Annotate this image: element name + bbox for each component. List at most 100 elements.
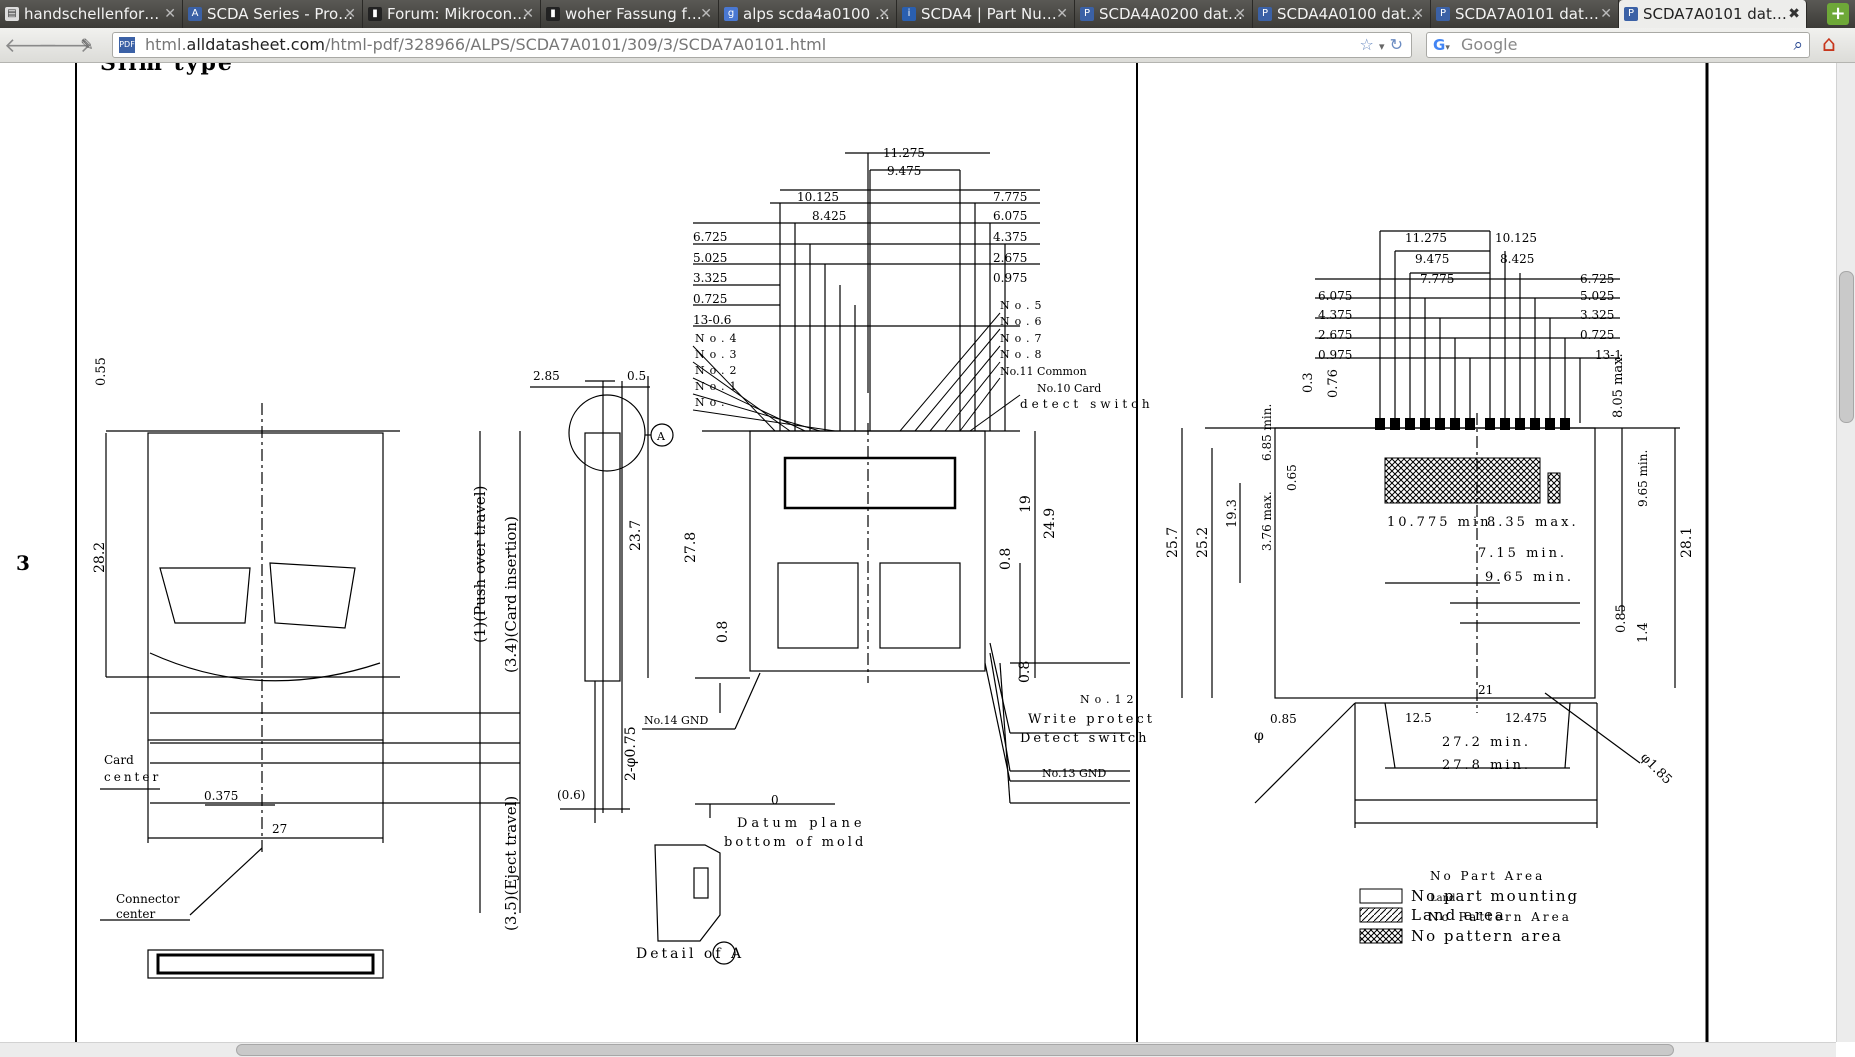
tab-9-active[interactable]: P SCDA7A0101 dat… ✖ [1619,0,1807,28]
tab-strip: ▤ handschellenfor… ✕ A SCDA Series - Pro… [0,0,1855,28]
top-view [642,152,1130,804]
detail-label: Detail of A [636,946,744,962]
side-view [530,376,835,965]
dim-label: 10.125 [1495,231,1537,245]
tab-close-icon[interactable]: ✕ [522,6,534,22]
horizontal-scroll-thumb[interactable] [236,1044,1674,1056]
tab-close-icon[interactable]: ✕ [164,6,176,22]
tab-3[interactable]: ▮ woher Fassung f… ✕ [541,0,719,28]
tab-close-icon[interactable]: ✕ [1412,6,1424,22]
dropdown-arrow-icon[interactable]: ▾ [1378,40,1385,53]
legend-overlap-text: Land [1430,893,1456,904]
alps-logo-icon: A [188,7,202,21]
url-icons: ☆ ▾ ↻ [1360,33,1403,59]
dim-label: 9.475 [1415,252,1449,266]
address-bar[interactable]: PDF html.alldatasheet.com/html-pdf/32896… [112,32,1412,58]
wrench-icon[interactable]: ✎ [80,35,94,54]
home-icon[interactable]: ⌂ [1822,32,1836,57]
search-icon[interactable]: ⌕ [1793,35,1803,55]
tab-1[interactable]: A SCDA Series - Pro… ✕ [183,0,363,28]
search-field[interactable]: G▾ Google ⌕ [1426,32,1810,58]
dim-label: 12.475 [1505,711,1547,725]
forward-arrow-icon[interactable]: 🡒 [38,33,92,57]
dim-label: 11.275 [1405,231,1447,245]
page-number: 3 [16,551,30,575]
dim-label: 8.05 max. [1611,353,1626,418]
pin-label: No.10 Card [1037,382,1101,395]
pin-label: No.12 [1080,693,1139,706]
dim-label: 13-0.6 [693,313,731,327]
dim-label: 0.375 [204,789,238,803]
reload-icon[interactable]: ↻ [1389,35,1403,54]
tab-close-icon[interactable]: ✖ [1788,6,1800,22]
legend: No Part Area No part mounting Land area … [1359,869,1577,945]
tab-close-icon[interactable]: ✕ [344,6,356,22]
left-view [100,403,521,979]
dim-label: (3.5)(Eject travel) [502,796,520,931]
tab-5[interactable]: i SCDA4 | Part Nu… ✕ [897,0,1075,28]
dim-label: 6.725 [1580,272,1614,286]
dim-label: 27 [272,822,287,836]
tab-close-icon[interactable]: ✕ [1056,6,1068,22]
dim-label: 12.5 [1405,711,1432,725]
dim-label: 0.975 [1318,348,1352,362]
dim-label: 4.375 [1318,308,1352,322]
dim-label: 28.2 [92,542,108,573]
pdf-icon: P [1258,7,1272,21]
dim-label: 0.725 [693,292,727,306]
dim-label: 0.975 [993,271,1027,285]
url-host: alldatasheet.com [186,35,325,54]
tab-7[interactable]: P SCDA4A0100 dat… ✕ [1253,0,1431,28]
tab-title: SCDA4A0200 dat… [1099,5,1243,23]
dim-label: 0.725 [1580,328,1614,342]
tab-title: woher Fassung f… [565,5,702,23]
dim-label: φ1.85 [1637,750,1675,788]
dim-label: 7.775 [993,190,1027,204]
dim-label: 3.325 [1580,308,1614,322]
tab-title: SCDA7A0101 dat… [1455,5,1599,23]
dim-label: 5.025 [693,251,727,265]
tab-4[interactable]: g alps scda4a0100 … ✕ [719,0,897,28]
dim-label: 13-1 [1595,348,1622,362]
legend-label: No pattern area [1411,927,1563,945]
dim-label: 3.76 max. [1260,491,1274,551]
legend-swatch-none [1359,888,1403,904]
bookmark-star-icon[interactable]: ☆ [1359,35,1374,54]
vertical-scroll-thumb[interactable] [1839,271,1854,423]
dim-label: 0.3 [1301,372,1316,393]
dim-label: (0.6) [557,788,585,802]
pin-label: No.1 [695,380,742,393]
dim-label: 0.65 [1285,464,1299,491]
pin-label: No.8 [1000,348,1047,361]
pin-label: No.2 [695,364,742,377]
dim-label: 10.125 [797,190,839,204]
tab-close-icon[interactable]: ✕ [700,6,712,22]
tab-0[interactable]: ▤ handschellenfor… ✕ [0,0,183,28]
back-arrow-icon[interactable]: 🡐 [4,33,58,57]
tab-close-icon[interactable]: ✕ [1234,6,1246,22]
pin-label: detect switch [1020,397,1154,411]
no-pattern-area [1384,457,1541,504]
dim-label: 11.275 [883,146,925,160]
google-icon: G▾ [1433,36,1450,54]
dim-label: 19.3 [1225,499,1240,528]
dim-label: 10.775 min. [1387,515,1499,530]
pdf-page-view: 3 Slim type [0,63,1836,1042]
connector-center-label: center [116,907,155,921]
tab-close-icon[interactable]: ✕ [878,6,890,22]
dim-label: 4.375 [993,230,1027,244]
horizontal-scrollbar[interactable] [0,1042,1836,1057]
dim-label: 0 [771,793,779,807]
section-heading: Slim type [100,63,234,76]
tab-2[interactable]: ▮ Forum: Mikrocon… ✕ [363,0,541,28]
tab-6[interactable]: P SCDA4A0200 dat… ✕ [1075,0,1253,28]
pdf-icon: P [1624,7,1638,21]
dim-label: 8.425 [812,209,846,223]
vertical-scrollbar[interactable] [1836,63,1855,1042]
tab-title: Forum: Mikrocon… [387,5,528,23]
connector-label: Connector [116,892,180,906]
tab-close-icon[interactable]: ✕ [1600,6,1612,22]
tab-8[interactable]: P SCDA7A0101 dat… ✕ [1431,0,1619,28]
new-tab-button[interactable]: + [1827,3,1849,25]
dim-label: 3.325 [693,271,727,285]
